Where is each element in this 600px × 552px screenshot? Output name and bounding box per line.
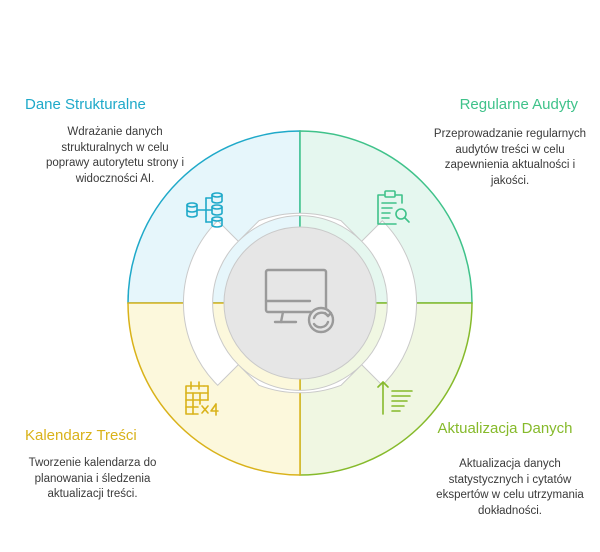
- section-title-aktualizacja-danych: Aktualizacja Danych: [437, 420, 573, 437]
- clipboard-search-icon: [377, 190, 410, 225]
- center-circle: [223, 226, 377, 380]
- section-description-aktualizacja-danych: Aktualizacja danych statystycznych i cyt…: [436, 458, 584, 517]
- inner-ring: [183, 212, 417, 394]
- sort-ascending-icon: [377, 381, 413, 415]
- database-structure-icon: [186, 192, 223, 228]
- section-title-regularne-audyty: Regularne Audyty: [459, 96, 578, 113]
- calendar-grid-icon: [185, 381, 219, 416]
- section-description-regularne-audyty: Przeprowadzanie regularnych audytów treś…: [433, 128, 587, 187]
- section-description-kalendarz-tresci: Tworzenie kalendarza do planowania i śle…: [28, 457, 157, 500]
- section-title-kalendarz-tresci: Kalendarz Treści: [25, 427, 137, 444]
- section-title-dane-strukturalne: Dane Strukturalne: [25, 96, 146, 113]
- monitor-refresh-icon: [264, 268, 335, 334]
- section-description-dane-strukturalne: Wdrażanie danych strukturalnych w celu p…: [45, 126, 185, 185]
